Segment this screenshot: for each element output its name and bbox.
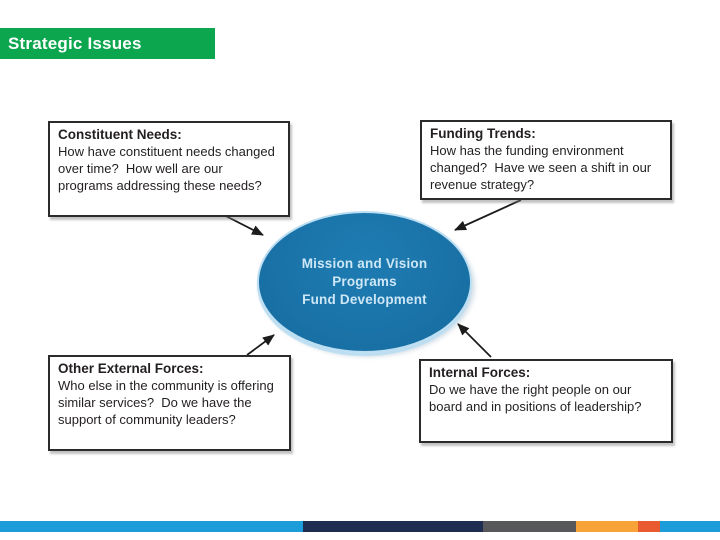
ellipse-line-2: Programs — [332, 274, 397, 289]
ellipse-line-1: Mission and Vision — [301, 256, 428, 271]
title-bar: Strategic Issues — [0, 28, 215, 59]
box-body: Who else in the community is offering si… — [58, 378, 278, 427]
box-title: Constituent Needs: — [58, 127, 182, 142]
box-constituent-needs: Constituent Needs: How have constituent … — [48, 121, 290, 217]
footer-bar — [0, 521, 720, 532]
arrow-funding-to-center — [454, 199, 522, 231]
footer-segment — [303, 521, 483, 532]
mission-vision-ellipse: Mission and Vision Programs Fund Develop… — [257, 211, 472, 353]
box-title: Funding Trends: — [430, 126, 536, 141]
box-body: Do we have the right people on our board… — [429, 382, 642, 414]
box-body: How have constituent needs changed over … — [58, 144, 279, 193]
footer-segment — [576, 521, 638, 532]
slide-title: Strategic Issues — [8, 33, 142, 53]
footer-segment — [0, 521, 303, 532]
box-internal-forces: Internal Forces: Do we have the right pe… — [419, 359, 673, 443]
box-title: Internal Forces: — [429, 365, 531, 380]
box-other-external-forces: Other External Forces: Who else in the c… — [48, 355, 291, 451]
footer-segment — [660, 521, 720, 532]
ellipse-line-3: Fund Development — [302, 292, 427, 307]
footer-segment — [638, 521, 660, 532]
arrow-internal-to-center — [457, 323, 492, 358]
footer-segment — [483, 521, 576, 532]
box-body: How has the funding environment changed?… — [430, 143, 655, 192]
box-title: Other External Forces: — [58, 361, 204, 376]
arrow-external-to-center — [246, 334, 275, 356]
box-funding-trends: Funding Trends: How has the funding envi… — [420, 120, 672, 200]
